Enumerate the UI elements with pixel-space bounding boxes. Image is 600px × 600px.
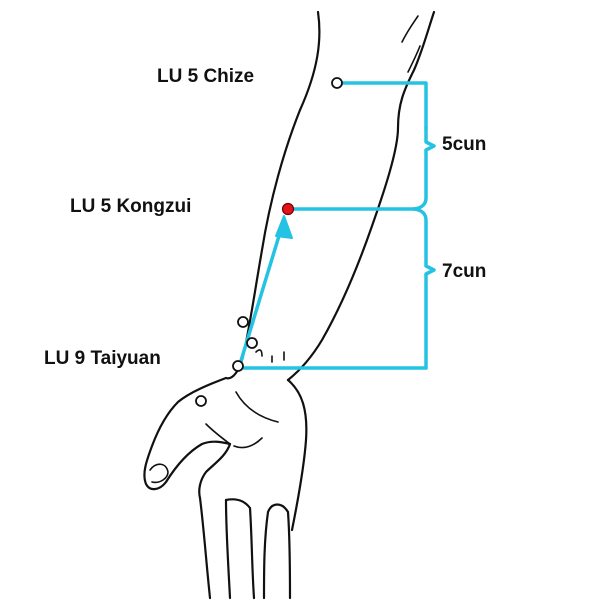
thumbnail bbox=[149, 463, 169, 484]
thumb-outline bbox=[143, 376, 232, 491]
palm-line-1 bbox=[235, 391, 279, 423]
hand-outline bbox=[143, 376, 308, 600]
wrist-crease bbox=[255, 349, 263, 357]
distance-label-lower: 7cun bbox=[442, 261, 486, 282]
brace-7cun bbox=[412, 207, 436, 370]
brace-5cun bbox=[412, 126, 436, 211]
distance-label-upper: 5cun bbox=[442, 134, 486, 155]
index-finger bbox=[198, 496, 212, 600]
arm-outline bbox=[224, 10, 436, 382]
taiyuan-point bbox=[232, 360, 244, 372]
forearm-right-edge bbox=[286, 10, 436, 382]
label-chize: LU 5 Chize bbox=[157, 66, 254, 87]
ring-finger bbox=[262, 503, 292, 600]
index-finger-inner bbox=[224, 498, 232, 600]
chize-point bbox=[331, 77, 343, 89]
measurement-guides bbox=[238, 81, 436, 370]
middle-finger bbox=[224, 498, 256, 600]
point-labels: LU 5 Chize LU 5 Kongzui LU 9 Taiyuan 5cu… bbox=[44, 66, 486, 369]
kongzui-point bbox=[281, 202, 295, 216]
elbow-crease-2 bbox=[407, 45, 421, 73]
extra-point-1 bbox=[237, 316, 249, 328]
hand-point bbox=[195, 395, 207, 407]
extra-point-2 bbox=[246, 337, 258, 349]
chize-guide-line bbox=[340, 81, 428, 130]
palm-right bbox=[286, 378, 308, 532]
label-kongzui: LU 5 Kongzui bbox=[70, 196, 191, 217]
arrow-head bbox=[275, 215, 293, 239]
palm-line-3 bbox=[205, 423, 231, 445]
palm-line-2 bbox=[233, 437, 263, 449]
acupoints bbox=[195, 77, 343, 407]
palm-left bbox=[198, 442, 232, 500]
label-taiyuan: LU 9 Taiyuan bbox=[44, 348, 161, 369]
elbow-crease bbox=[401, 15, 419, 43]
